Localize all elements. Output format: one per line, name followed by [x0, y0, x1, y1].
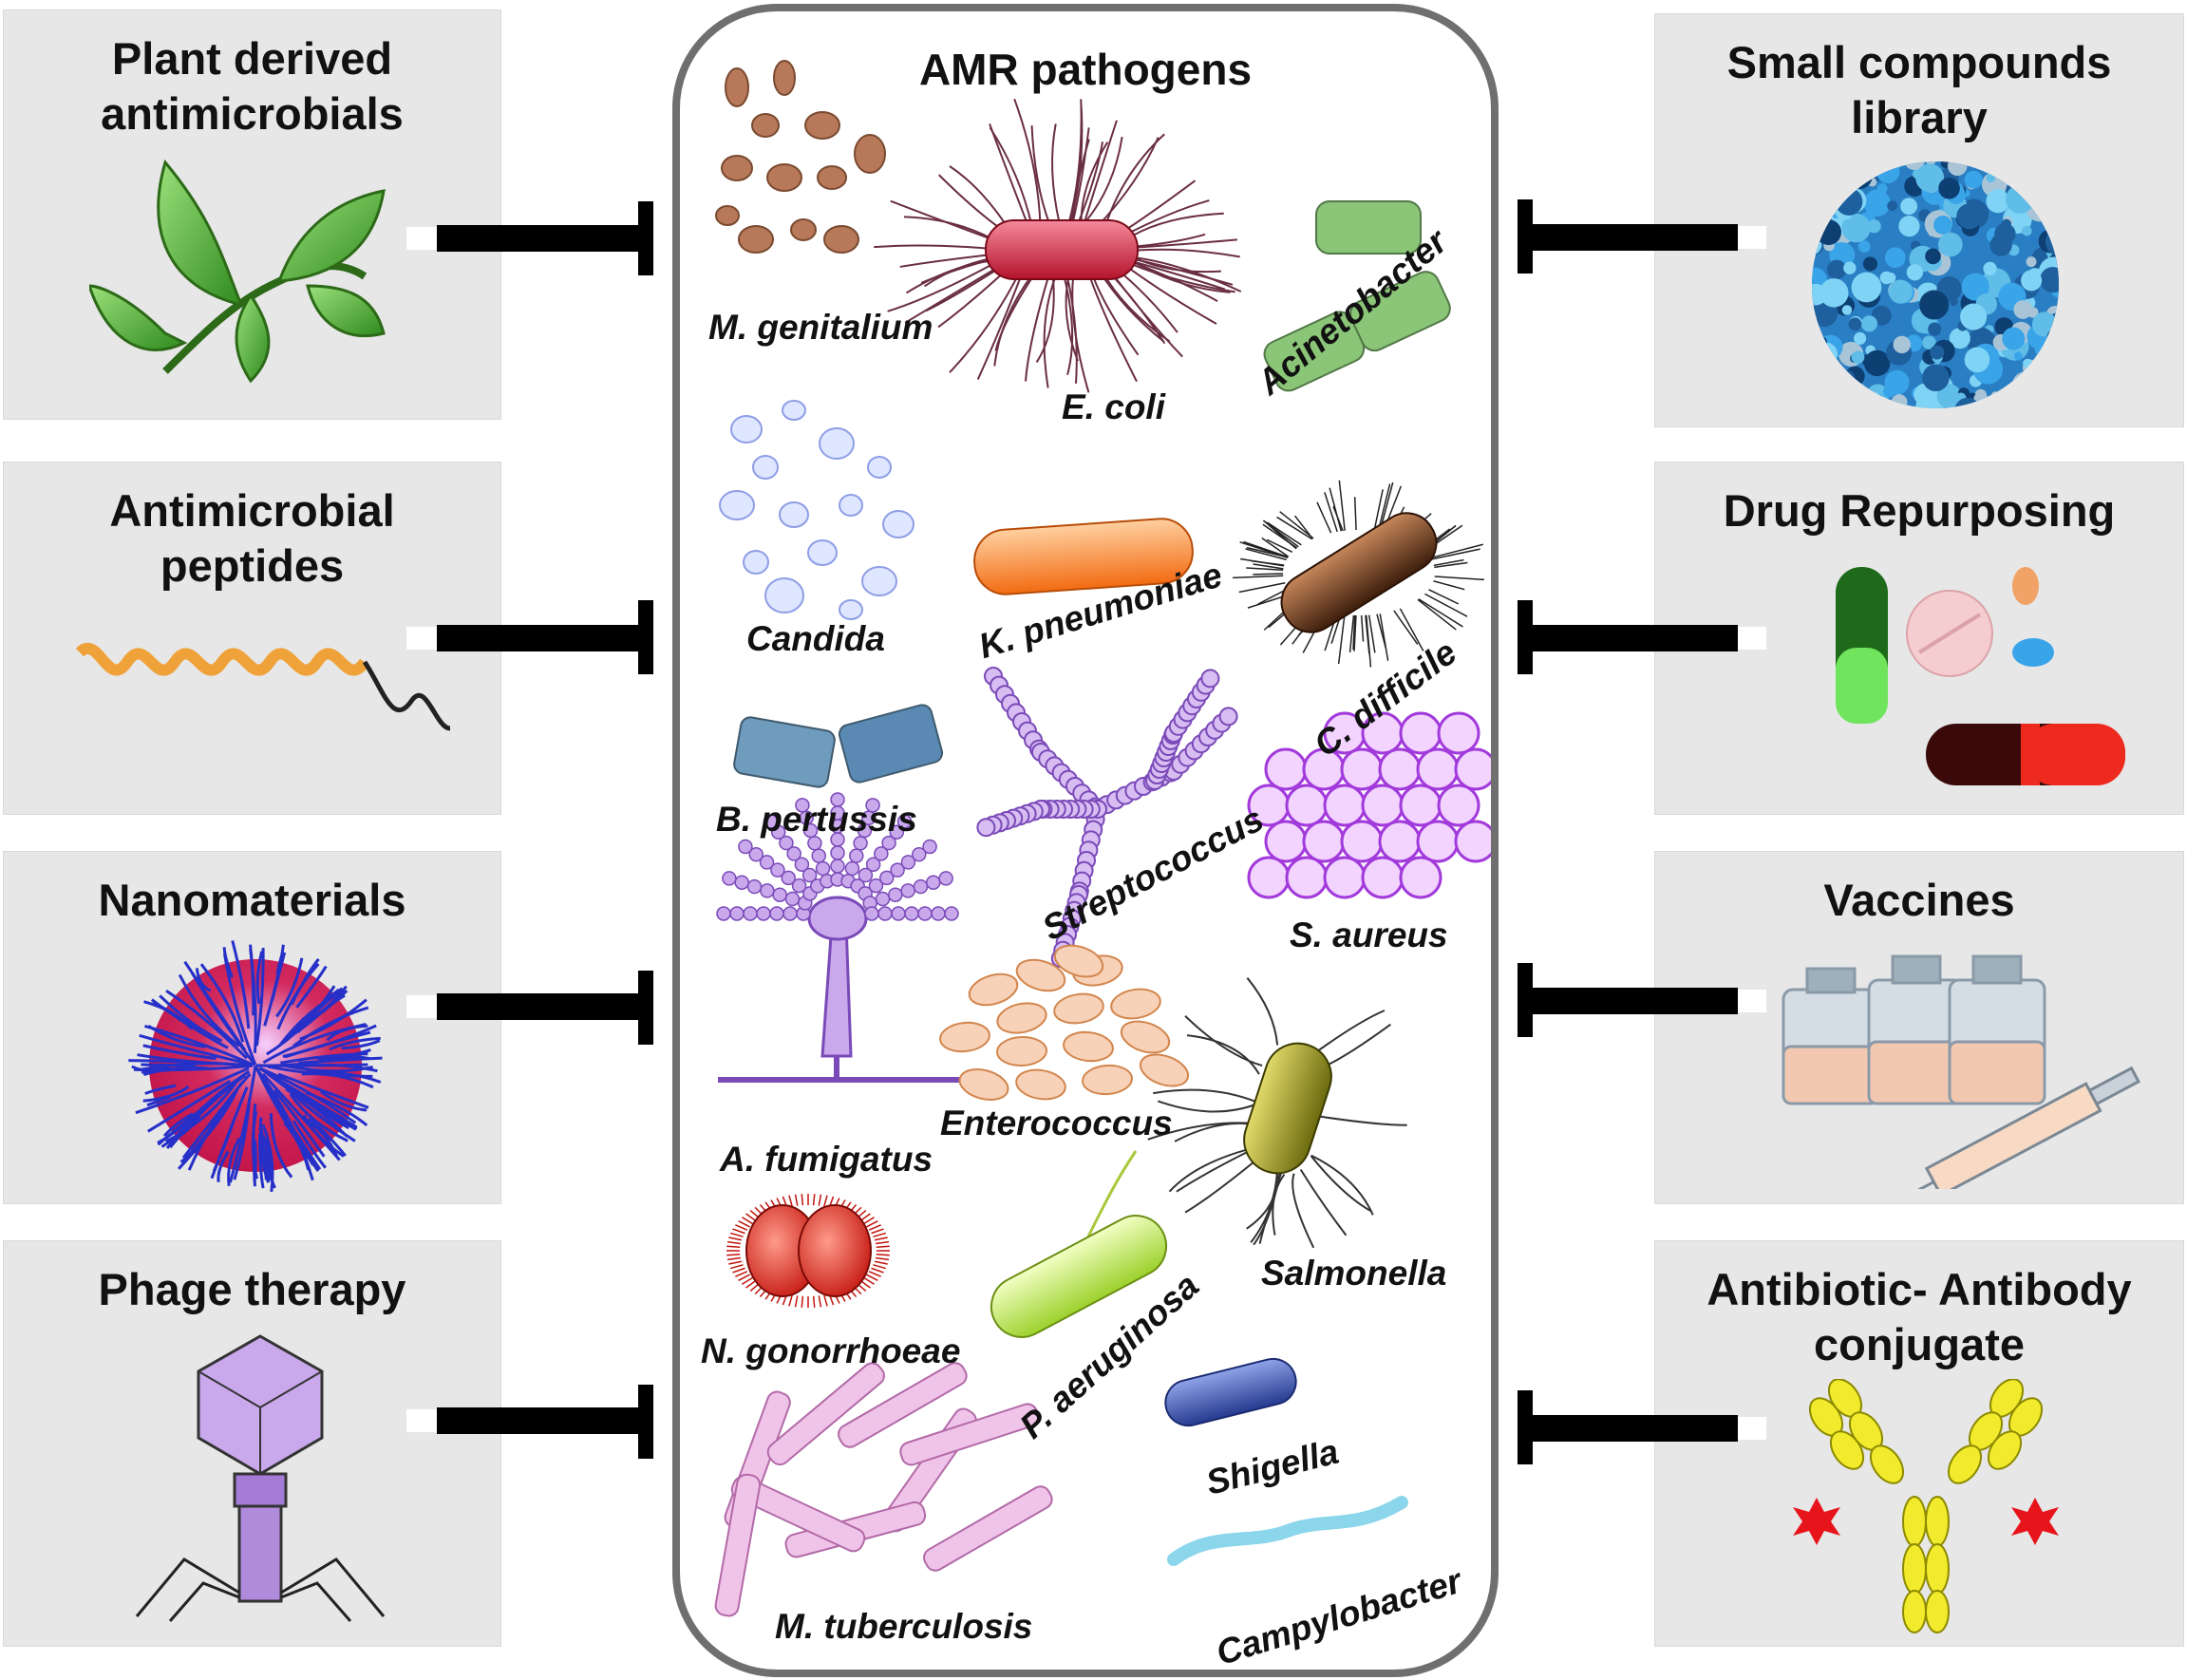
b-pertussis-cells [733, 704, 944, 788]
panel-small-compounds-library: Small compounds library [1654, 13, 2184, 427]
salmonella-cell [1147, 977, 1407, 1249]
k-pneumoniae-cell [973, 518, 1194, 595]
panel-title: Phage therapy [98, 1264, 406, 1314]
panel-title: Antimicrobial peptides [109, 485, 395, 591]
p-aeruginosa-cell [990, 1150, 1168, 1338]
n-gonorrhoeae-cell [726, 1194, 890, 1308]
panel-title: Vaccines [1823, 875, 2015, 925]
pathogen-illustrations [714, 60, 1491, 1617]
enterococcus-cells [939, 944, 1190, 1101]
panel-title: Antibiotic- Antibody conjugate [1706, 1264, 2132, 1369]
label-candida: Candida [746, 619, 885, 658]
candida-cells [719, 400, 914, 620]
label-b-pertussis: B. pertussis [716, 800, 917, 839]
label-n-gonorrhoeae: N. gonorrhoeae [701, 1331, 961, 1370]
helix-peptide-icon [75, 642, 451, 731]
a-fumigatus-spores [716, 792, 959, 921]
streptococcus-chains [976, 667, 1238, 969]
panel-phage-therapy: Phage therapy [3, 1240, 501, 1647]
label-e-coli: E. coli [1062, 387, 1165, 426]
label-a-fumigatus: A. fumigatus [720, 1140, 933, 1179]
panel-plant-antimicrobials: Plant derived antimicrobials [3, 9, 501, 420]
m-genitalium-cells [715, 60, 886, 254]
panel-antibiotic-antibody-conjugate: Antibiotic- Antibody conjugate [1654, 1240, 2184, 1647]
amr-pathogens-box: AMR pathogens [672, 4, 1499, 1677]
label-enterococcus: Enterococcus [940, 1104, 1173, 1142]
panel-title: Plant derived antimicrobials [101, 33, 404, 139]
compound-library-icon [1812, 161, 2059, 408]
panel-title: Small compounds library [1726, 37, 2112, 142]
leaf-icon [89, 159, 386, 384]
e-coli-cell [874, 98, 1242, 393]
a-fumigatus [718, 896, 965, 1083]
panel-vaccines: Vaccines [1654, 851, 2184, 1204]
center-title: AMR pathogens [918, 45, 1253, 94]
label-m-tuberculosis: M. tuberculosis [775, 1607, 1033, 1646]
panel-title: Drug Repurposing [1723, 485, 2116, 536]
pills-icon [1836, 567, 2125, 785]
label-m-genitalium: M. genitalium [708, 308, 933, 347]
shigella-cell [1164, 1357, 1297, 1427]
s-aureus-cluster [1247, 711, 1491, 899]
acinetobacter-cells [1263, 200, 1451, 392]
campylobacter-cell [1167, 1496, 1408, 1566]
panel-nanomaterials: Nanomaterials [3, 851, 501, 1204]
vaccine-vials-icon [1782, 954, 2141, 1189]
bacteriophage-icon [135, 1334, 386, 1622]
antibody-icon [1793, 1379, 2059, 1633]
m-tuberculosis-rods [714, 1362, 1053, 1617]
label-salmonella: Salmonella [1261, 1254, 1447, 1293]
nanoparticle-icon [128, 940, 383, 1193]
label-s-aureus: S. aureus [1290, 916, 1448, 954]
panel-title: Nanomaterials [98, 875, 406, 925]
c-difficile-cell [1233, 480, 1484, 668]
